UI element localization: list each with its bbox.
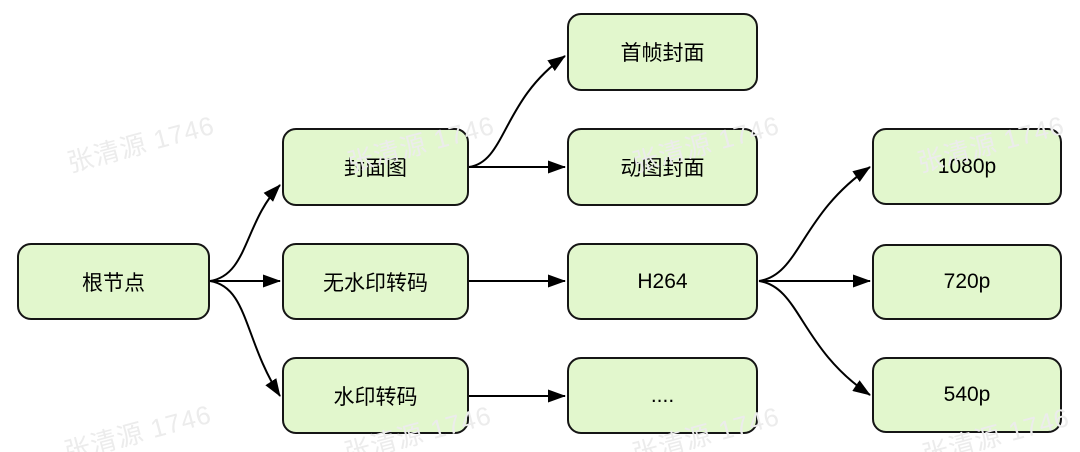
- node-animated-cover-label: 动图封面: [620, 157, 705, 180]
- watermark-text: 张清源 1746: [64, 109, 218, 178]
- edge-h264-to-540p: [758, 280, 871, 396]
- node-watermark-transcode-label: 水印转码: [333, 385, 418, 409]
- node-720p[interactable]: 720p: [872, 244, 1062, 320]
- node-540p-label: 540p: [943, 383, 991, 406]
- node-no-watermark-transcode-label: 无水印转码: [323, 271, 428, 295]
- watermark-text: 张清源 1746: [61, 398, 215, 452]
- node-root-label: 根节点: [82, 271, 145, 295]
- edge-h264-to-1080p: [758, 166, 871, 282]
- node-h264-label: H264: [637, 269, 688, 293]
- edge-root-to-cover: [209, 184, 281, 282]
- node-no-watermark-transcode[interactable]: 无水印转码: [282, 243, 469, 320]
- node-first-frame-cover[interactable]: 首帧封面: [567, 13, 758, 91]
- node-watermark-transcode[interactable]: 水印转码: [282, 357, 469, 434]
- node-1080p-label: 1080p: [937, 154, 997, 178]
- node-540p[interactable]: 540p: [872, 357, 1062, 433]
- node-1080p[interactable]: 1080p: [872, 128, 1062, 205]
- node-cover[interactable]: 封面图: [282, 128, 469, 206]
- node-animated-cover[interactable]: 动图封面: [567, 128, 758, 206]
- node-first-frame-cover-label: 首帧封面: [620, 42, 705, 65]
- edge-root-to-watermark: [209, 280, 281, 397]
- node-ellipsis[interactable]: ....: [567, 357, 758, 434]
- node-ellipsis-label: ....: [650, 383, 675, 407]
- edge-cover-to-first-frame: [468, 55, 566, 168]
- node-root[interactable]: 根节点: [17, 243, 210, 320]
- node-cover-label: 封面图: [344, 157, 407, 180]
- node-720p-label: 720p: [943, 270, 991, 293]
- node-h264[interactable]: H264: [567, 243, 758, 320]
